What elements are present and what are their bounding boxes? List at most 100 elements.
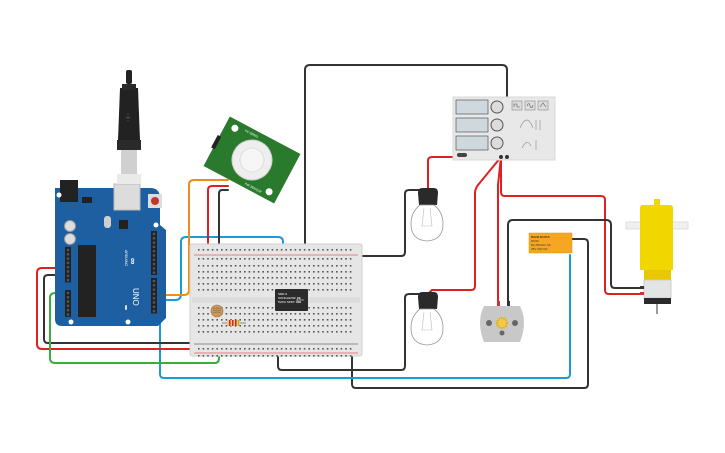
breadboard-hole[interactable] [290, 313, 292, 315]
breadboard-hole[interactable] [234, 307, 237, 309]
breadboard-hole[interactable] [257, 355, 260, 357]
breadboard-hole[interactable] [280, 319, 283, 321]
breadboard-hole[interactable] [280, 313, 283, 315]
triangle-wave-button[interactable] [537, 100, 549, 111]
breadboard-hole[interactable] [294, 283, 297, 285]
breadboard-hole[interactable] [294, 325, 297, 327]
breadboard-hole[interactable] [271, 319, 274, 321]
breadboard-hole[interactable] [257, 283, 260, 285]
breadboard-hole[interactable] [248, 348, 251, 350]
breadboard-hole[interactable] [276, 355, 278, 357]
breadboard-hole[interactable] [262, 249, 264, 251]
breadboard-hole[interactable] [345, 319, 347, 321]
header-pin[interactable] [66, 304, 70, 308]
breadboard-hole[interactable] [262, 277, 264, 279]
breadboard-hole[interactable] [216, 289, 218, 291]
breadboard-hole[interactable] [248, 271, 251, 273]
breadboard-hole[interactable] [308, 355, 310, 357]
power-supply[interactable] [452, 96, 556, 161]
breadboard-hole[interactable] [230, 289, 232, 291]
breadboard-hole[interactable] [216, 258, 218, 260]
breadboard-hole[interactable] [285, 355, 287, 357]
breadboard-hole[interactable] [336, 265, 338, 267]
header-pin[interactable] [66, 274, 70, 277]
breadboard-hole[interactable] [257, 249, 260, 251]
breadboard-hole[interactable] [331, 325, 333, 327]
breadboard-hole[interactable] [308, 307, 310, 309]
breadboard-hole[interactable] [198, 289, 200, 291]
breadboard-hole[interactable] [248, 355, 251, 357]
breadboard-hole[interactable] [290, 249, 292, 251]
header-pin[interactable] [152, 237, 156, 240]
gearmotor-terminal-pos[interactable] [640, 292, 644, 295]
breadboard-hole[interactable] [202, 249, 205, 251]
breadboard-hole[interactable] [244, 258, 246, 260]
breadboard-hole[interactable] [280, 325, 283, 327]
breadboard-hole[interactable] [349, 319, 352, 321]
pir-sensor[interactable]: HC-SR501 PIR SENSOR [202, 116, 301, 204]
breadboard-hole[interactable] [326, 313, 329, 315]
breadboard-holes[interactable] [198, 249, 352, 357]
breadboard-hole[interactable] [322, 258, 324, 260]
breadboard-hole[interactable] [331, 307, 333, 309]
breadboard-hole[interactable] [331, 355, 333, 357]
psu-terminal-neg[interactable] [505, 155, 509, 159]
breadboard-hole[interactable] [211, 319, 214, 321]
breadboard-hole[interactable] [322, 307, 324, 309]
breadboard-hole[interactable] [198, 355, 200, 357]
breadboard-hole[interactable] [308, 265, 310, 267]
breadboard-hole[interactable] [294, 355, 297, 357]
breadboard-hole[interactable] [303, 283, 306, 285]
header-pin[interactable] [152, 279, 156, 283]
breadboard-hole[interactable] [313, 258, 315, 260]
breadboard-hole[interactable] [285, 325, 287, 327]
breadboard-hole[interactable] [322, 331, 324, 333]
breadboard-hole[interactable] [331, 249, 333, 251]
breadboard-hole[interactable] [313, 319, 315, 321]
breadboard-hole[interactable] [225, 355, 228, 357]
breadboard-hole[interactable] [211, 331, 214, 333]
breadboard-hole[interactable] [322, 283, 324, 285]
breadboard-hole[interactable] [267, 325, 269, 327]
breadboard-hole[interactable] [239, 325, 241, 327]
breadboard-hole[interactable] [262, 355, 264, 357]
breadboard-hole[interactable] [244, 283, 246, 285]
breadboard-hole[interactable] [294, 331, 297, 333]
breadboard-hole[interactable] [207, 325, 209, 327]
breadboard-hole[interactable] [225, 258, 228, 260]
header-pin[interactable] [152, 250, 156, 253]
breadboard-hole[interactable] [345, 271, 347, 273]
breadboard-hole[interactable] [276, 271, 278, 273]
light-bulb-2[interactable] [410, 292, 444, 346]
breadboard-hole[interactable] [198, 313, 200, 315]
breadboard-hole[interactable] [280, 331, 283, 333]
breadboard-hole[interactable] [276, 319, 278, 321]
breadboard-hole[interactable] [211, 325, 214, 327]
breadboard-hole[interactable] [239, 355, 241, 357]
header-pin[interactable] [66, 257, 70, 260]
breadboard-hole[interactable] [253, 348, 255, 350]
breadboard-hole[interactable] [276, 313, 278, 315]
breadboard-hole[interactable] [225, 313, 228, 315]
breadboard-hole[interactable] [331, 319, 333, 321]
breadboard-hole[interactable] [211, 271, 214, 273]
breadboard-hole[interactable] [248, 313, 251, 315]
breadboard-hole[interactable] [336, 313, 338, 315]
header-pin[interactable] [152, 284, 156, 287]
wire-black-psu-top[interactable] [304, 64, 508, 301]
breadboard-hole[interactable] [221, 331, 223, 333]
breadboard-hole[interactable] [313, 249, 315, 251]
breadboard-hole[interactable] [216, 331, 218, 333]
breadboard-hole[interactable] [280, 283, 283, 285]
breadboard-hole[interactable] [349, 331, 352, 333]
breadboard-hole[interactable] [207, 277, 209, 279]
breadboard-hole[interactable] [345, 283, 347, 285]
breadboard-hole[interactable] [257, 319, 260, 321]
breadboard-hole[interactable] [257, 331, 260, 333]
breadboard-hole[interactable] [207, 258, 209, 260]
header-pin[interactable] [66, 248, 70, 252]
breadboard-hole[interactable] [262, 313, 264, 315]
breadboard-hole[interactable] [225, 265, 228, 267]
breadboard-hole[interactable] [303, 331, 306, 333]
breadboard-hole[interactable] [290, 348, 292, 350]
